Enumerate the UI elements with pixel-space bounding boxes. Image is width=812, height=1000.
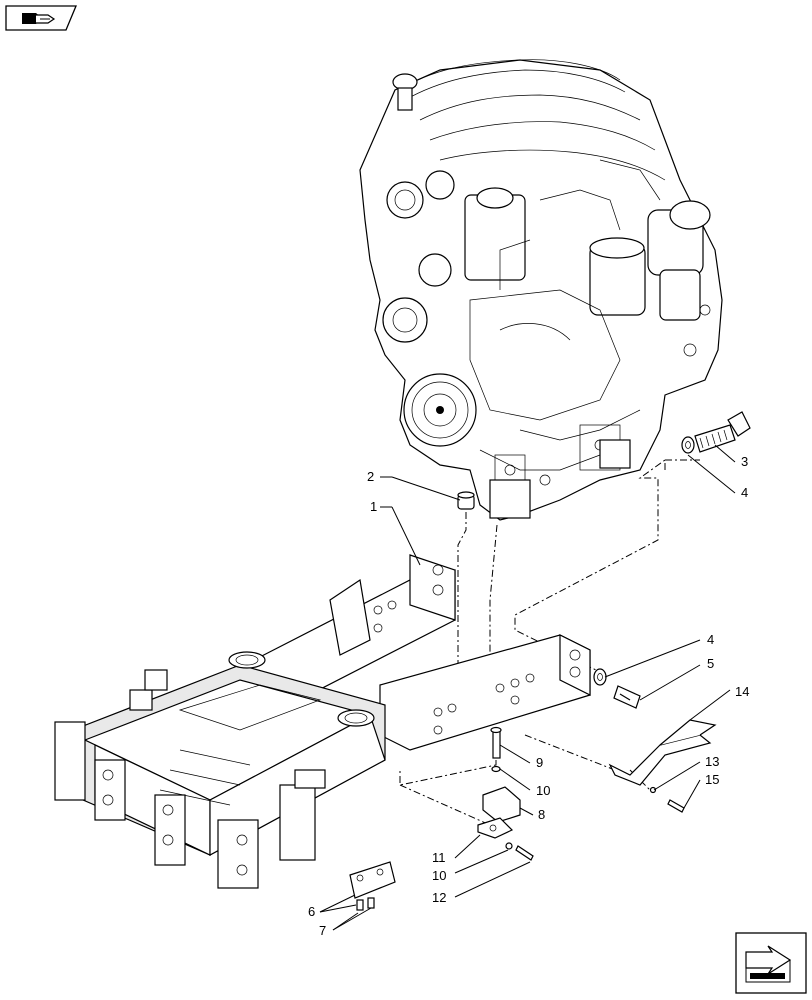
bolt-washer-right xyxy=(593,668,641,709)
callout-11: 11 xyxy=(432,850,446,865)
strap-bracket xyxy=(608,719,717,813)
front-support-frame xyxy=(54,554,591,889)
bracket-plate xyxy=(349,861,396,911)
callout-1: 1 xyxy=(370,499,377,514)
callout-7: 7 xyxy=(319,923,326,938)
callout-14: 14 xyxy=(735,684,749,699)
book-arrow-icon[interactable] xyxy=(5,5,77,31)
callout-2: 2 xyxy=(367,469,374,484)
callout-5: 5 xyxy=(707,656,714,671)
next-page-arrow-icon[interactable] xyxy=(735,932,807,994)
callout-4: 4 xyxy=(707,632,714,647)
clamp-assembly xyxy=(477,726,534,861)
leader-lines xyxy=(319,444,736,931)
callout-6: 6 xyxy=(308,904,315,919)
callout-4: 4 xyxy=(741,485,748,500)
bolt-and-washer xyxy=(681,411,751,454)
callout-10: 10 xyxy=(536,783,550,798)
callout-13: 13 xyxy=(705,754,719,769)
callout-9: 9 xyxy=(536,755,543,770)
callout-15: 15 xyxy=(705,772,719,787)
callout-8: 8 xyxy=(538,807,545,822)
dowel-pin xyxy=(457,491,475,510)
callout-10: 10 xyxy=(432,868,446,883)
callout-12: 12 xyxy=(432,890,446,905)
callout-labels: 2 1 3 4 4 5 14 9 10 8 13 15 11 10 12 6 7 xyxy=(308,454,749,938)
callout-3: 3 xyxy=(741,454,748,469)
engine-assembly xyxy=(359,59,723,521)
